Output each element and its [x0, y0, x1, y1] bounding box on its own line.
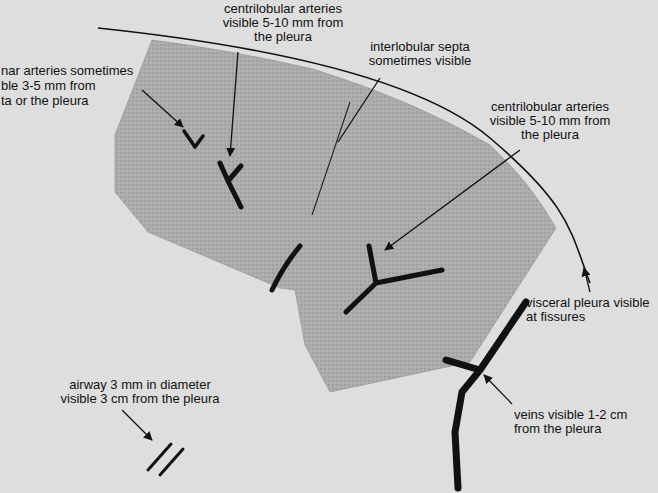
callout-label: centrilobular arteries visible 5-10 mm f… — [215, 2, 351, 44]
callout-label: ble 3-5 mm from — [1, 79, 96, 93]
secondary-lobules — [115, 40, 556, 392]
leader-arrow — [122, 410, 152, 440]
interlobular-septum — [312, 102, 350, 215]
callout-label: airway 3 mm in diameter visible 3 cm fro… — [52, 378, 228, 406]
centrilobular-artery — [346, 246, 442, 312]
airway-walls — [148, 444, 183, 475]
callout-label: nar arteries sometimes — [1, 64, 133, 78]
callout-label: ta or the pleura — [1, 94, 88, 108]
leader-arrow — [142, 90, 183, 127]
visceral-pleura — [98, 28, 590, 283]
callout-label: veins visible 1-2 cm from the pleura — [514, 408, 654, 436]
centrilobular-artery — [220, 163, 241, 207]
leader-arrow — [584, 268, 590, 292]
leader-arrow — [484, 375, 512, 404]
callout-label: interlobular septa sometimes visible — [362, 40, 478, 68]
leader-line — [338, 78, 380, 142]
leader-arrow — [385, 150, 520, 250]
callout-label: centrilobular arteries visible 5-10 mm f… — [482, 100, 618, 142]
callout-label: visceral pleura visible at fissures — [526, 296, 654, 324]
acinar-artery — [184, 131, 203, 147]
septal-vein — [272, 246, 300, 290]
pulmonary-vein — [446, 302, 526, 488]
leader-arrow — [230, 52, 238, 156]
